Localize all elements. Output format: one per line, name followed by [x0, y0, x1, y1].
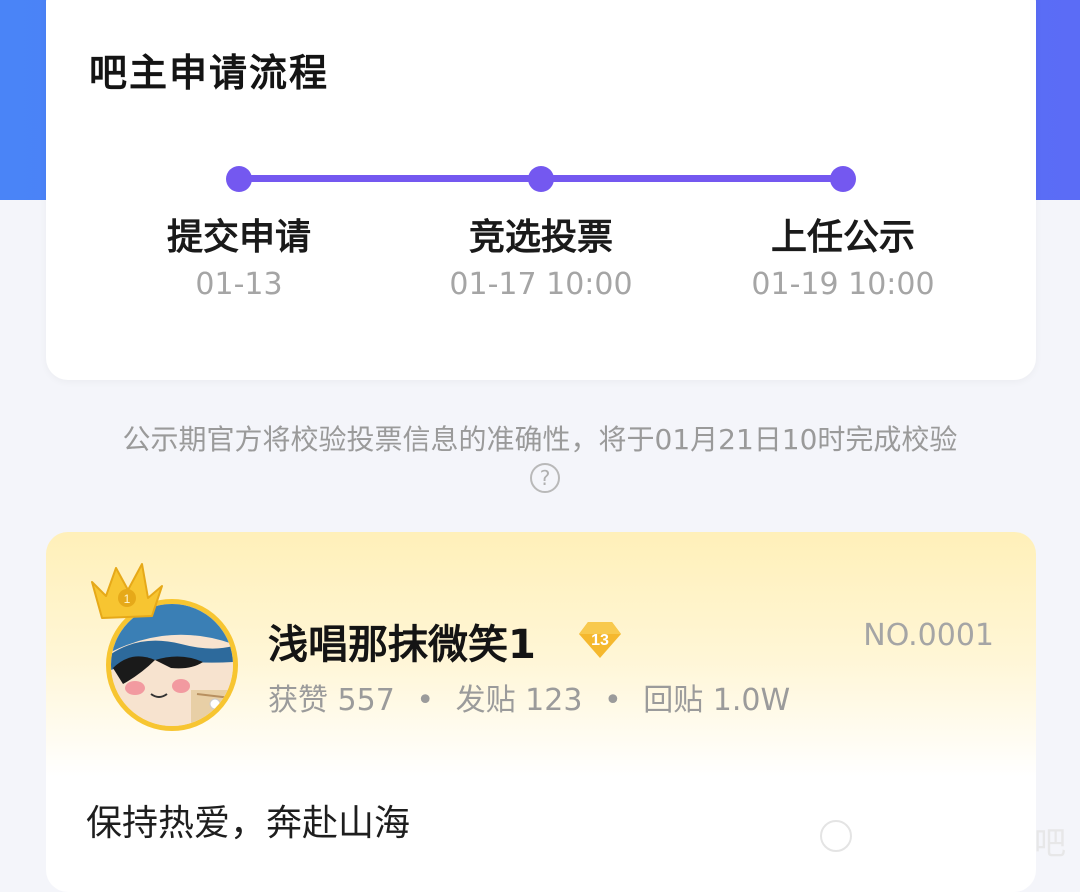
stat-replies-label: 回贴: [643, 683, 704, 718]
timeline-dot-vote: [528, 166, 554, 192]
avatar-image: [111, 604, 233, 726]
step-submit: 提交申请 01-13: [89, 215, 389, 305]
step-announce: 上任公示 01-19 10:00: [693, 215, 993, 305]
candidate-stats: 获赞 557 • 发贴 123 • 回贴 1.0W: [268, 675, 790, 719]
rank-number: 1: [124, 592, 131, 606]
step-vote: 竞选投票 01-17 10:00: [391, 215, 691, 305]
watermark-logo-icon: [820, 820, 852, 852]
process-card: 吧主申请流程 提交申请 01-13 竞选投票 01-17 10:00 上任公示 …: [46, 0, 1036, 380]
watermark: 吧: [1033, 824, 1066, 862]
avatar-group[interactable]: 1: [86, 554, 256, 734]
crown-icon: 1: [91, 563, 163, 619]
stat-likes-label: 获赞: [268, 683, 328, 718]
stat-replies-value: 1.0W: [712, 683, 791, 718]
stat-separator: •: [603, 683, 622, 718]
verification-notice: 公示期官方将校验投票信息的准确性，将于01月21日10时完成校验: [122, 423, 958, 456]
candidate-number: NO.0001: [863, 618, 994, 653]
candidate-card[interactable]: 1 浅唱那抹微笑1 13 NO.0001 获赞 557 • 发贴 123 • 回…: [46, 532, 1036, 892]
level-number: 13: [591, 632, 609, 649]
step-date: 01-19 10:00: [751, 267, 935, 302]
stat-likes-value: 557: [337, 683, 395, 718]
timeline-dot-announce: [830, 166, 856, 192]
candidate-name[interactable]: 浅唱那抹微笑1: [268, 622, 536, 668]
timeline: 提交申请 01-13 竞选投票 01-17 10:00 上任公示 01-19 1…: [46, 0, 1036, 380]
level-badge-icon: 13: [579, 622, 621, 658]
process-title: 吧主申请流程: [89, 51, 330, 95]
stat-posts-value: 123: [525, 683, 583, 718]
avatar[interactable]: [106, 599, 238, 731]
candidate-motto: 保持热爱，奔赴山海: [86, 803, 411, 844]
step-label: 竞选投票: [468, 217, 613, 258]
stat-posts-label: 发贴: [455, 683, 516, 718]
step-date: 01-17 10:00: [449, 267, 633, 302]
step-label: 提交申请: [166, 217, 311, 258]
step-date: 01-13: [195, 267, 283, 302]
stat-separator: •: [416, 683, 435, 718]
step-label: 上任公示: [770, 217, 915, 258]
question-circle-icon[interactable]: ?: [530, 463, 560, 493]
timeline-dot-submit: [226, 166, 252, 192]
